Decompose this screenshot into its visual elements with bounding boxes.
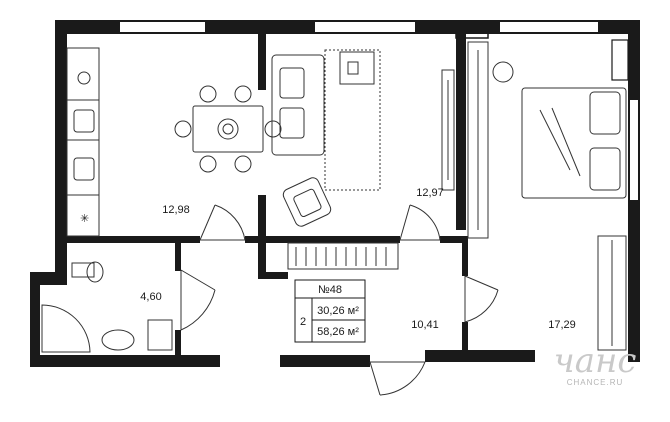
svg-text:✳: ✳ [80,213,89,225]
bedroom-furniture [467,41,627,351]
hallway-area-label: 10,41 [411,319,439,331]
kitchen-area-label: 12,98 [162,204,190,216]
living-furniture [271,49,455,227]
outer-walls [30,20,640,367]
bathroom-area-label: 4,60 [140,291,161,303]
rooms-count: 2 [300,316,306,328]
hall-wardrobe [287,242,399,270]
apartment-number: №48 [318,284,342,296]
kitchen-furniture: ✳ [66,47,282,237]
watermark-site: CHANCE.RU [567,378,624,387]
doors [180,204,499,396]
living-room-area-label: 12,97 [416,187,444,199]
watermark-logo: чанс [554,341,637,381]
bedroom-area-label: 17,29 [548,319,576,331]
living-area: 30,26 м² [317,305,359,317]
interior-walls [62,29,489,360]
apartment-info-box: №48 2 30,26 м² 58,26 м² [294,279,366,343]
room-labels: 12,98 12,97 17,29 4,60 10,41 [140,187,575,331]
watermark: чанс CHANCE.RU [554,341,637,387]
total-area: 58,26 м² [317,326,359,338]
bathroom-fixtures [41,261,173,353]
